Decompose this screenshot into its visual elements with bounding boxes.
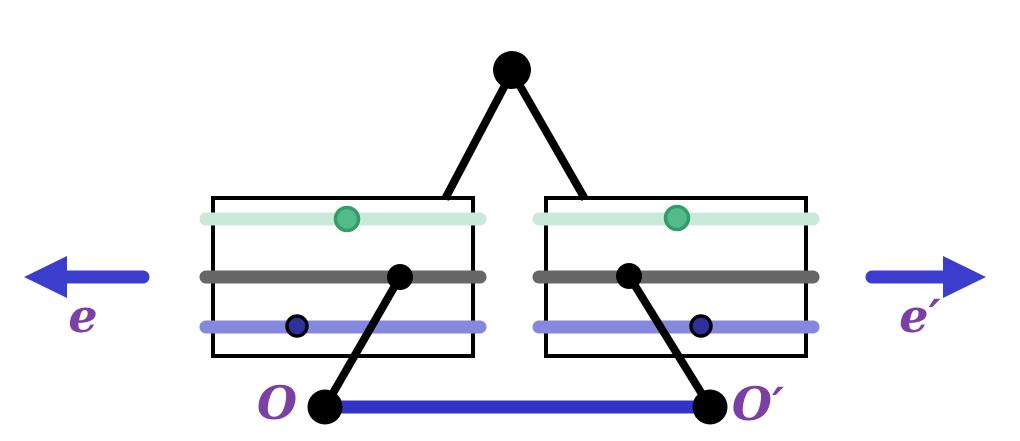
label-O: O <box>257 376 297 430</box>
right-dot-to-origin-line <box>625 273 714 410</box>
source-to-right-box-line <box>508 70 589 201</box>
label-e: e <box>68 289 97 343</box>
left-arrow-head-icon <box>24 256 67 298</box>
label-e-prime: e′ <box>899 289 940 343</box>
left-dot-to-origin-line <box>321 275 404 409</box>
label-O-prime: O′ <box>732 377 784 431</box>
right-black-dot <box>616 263 642 289</box>
left-black-dot <box>387 264 413 290</box>
source-node <box>493 51 531 89</box>
right-arrow <box>865 256 986 298</box>
left-green-dot <box>333 205 361 233</box>
left-navy-dot <box>285 314 309 338</box>
right-navy-dot <box>689 314 713 338</box>
origin-O-node <box>307 389 343 425</box>
origin-O-prime-node <box>692 389 728 425</box>
source-to-left-box-line <box>441 70 516 201</box>
right-arrow-head-icon <box>943 256 986 298</box>
left-arrow <box>24 256 150 298</box>
right-green-dot <box>663 204 691 232</box>
